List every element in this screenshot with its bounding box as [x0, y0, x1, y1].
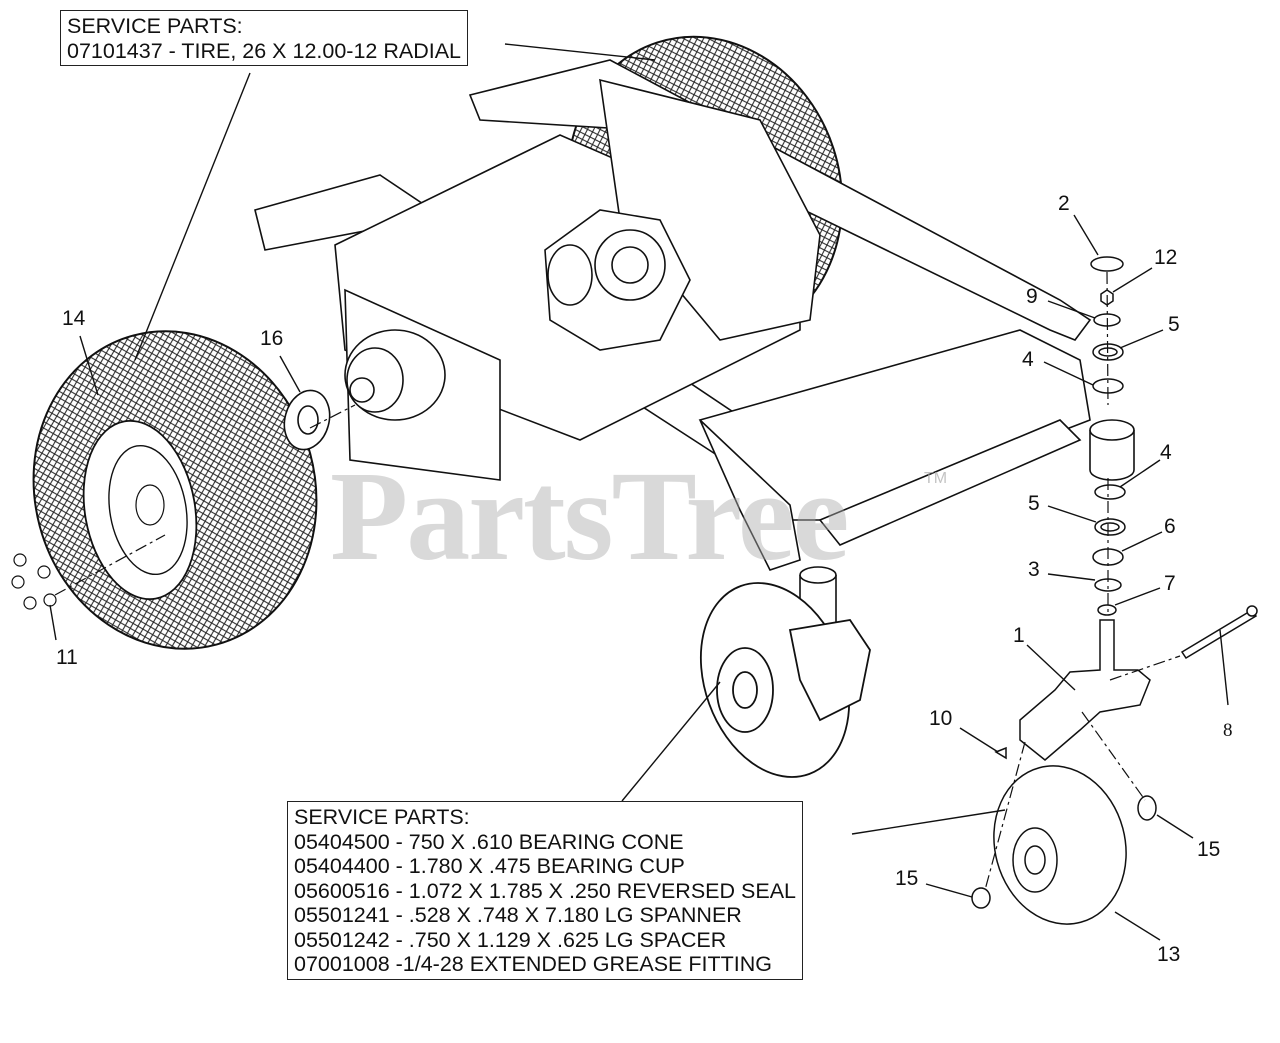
callout-8: 8 — [1223, 720, 1233, 741]
left-rear-tire — [32, 330, 318, 650]
service-part-line: 07001008 -1/4-28 EXTENDED GREASE FITTING — [294, 952, 772, 976]
callout-13: 13 — [1157, 943, 1181, 966]
service-parts-heading: SERVICE PARTS: — [67, 14, 243, 38]
service-part-line: 05404500 - 750 X .610 BEARING CONE — [294, 829, 684, 854]
callout-5-upper: 5 — [1168, 313, 1180, 336]
callout-6: 6 — [1164, 515, 1176, 538]
service-part-line: 07101437 - TIRE, 26 X 12.00-12 RADIAL — [67, 38, 462, 63]
lug-nuts — [11, 553, 57, 610]
watermark-trademark: TM — [924, 470, 948, 487]
callout-9: 9 — [1026, 285, 1038, 308]
callout-4-upper: 4 — [1022, 348, 1034, 371]
callout-15-right: 15 — [1197, 838, 1221, 861]
service-parts-heading: SERVICE PARTS: — [294, 805, 470, 829]
callout-7: 7 — [1164, 572, 1176, 595]
callout-15-left: 15 — [895, 867, 919, 890]
callout-10: 10 — [929, 707, 953, 730]
callout-2: 2 — [1058, 192, 1070, 215]
mower-frame — [254, 59, 1135, 639]
hub-plate — [283, 389, 331, 451]
callout-1: 1 — [1013, 624, 1025, 647]
callout-16: 16 — [260, 327, 284, 350]
callout-11: 11 — [56, 646, 78, 669]
service-part-line: 05600516 - 1.072 X 1.785 X .250 REVERSED… — [294, 878, 796, 903]
callout-3: 3 — [1028, 558, 1040, 581]
callout-5-lower: 5 — [1028, 492, 1040, 515]
caster-exploded-stack — [971, 256, 1258, 925]
service-parts-tire-box: SERVICE PARTS: 07101437 - TIRE, 26 X 12.… — [60, 10, 469, 66]
service-part-line: 05404400 - 1.780 X .475 BEARING CUP — [294, 854, 685, 878]
partstree-watermark: PartsTree — [330, 445, 849, 587]
callout-4-lower: 4 — [1160, 441, 1172, 464]
callout-14: 14 — [62, 307, 86, 330]
leader-lines — [49, 43, 1229, 941]
service-part-line: 05501242 - .750 X 1.129 X .625 LG SPACER — [294, 927, 727, 952]
left-caster-wheel — [699, 582, 871, 778]
service-part-line: 05501241 - .528 X .748 X 7.180 LG SPANNE… — [294, 903, 742, 927]
callout-12: 12 — [1154, 246, 1178, 269]
center-lines — [54, 271, 1181, 891]
service-parts-caster-box: SERVICE PARTS: 05404500 - 750 X .610 BEA… — [287, 801, 803, 980]
